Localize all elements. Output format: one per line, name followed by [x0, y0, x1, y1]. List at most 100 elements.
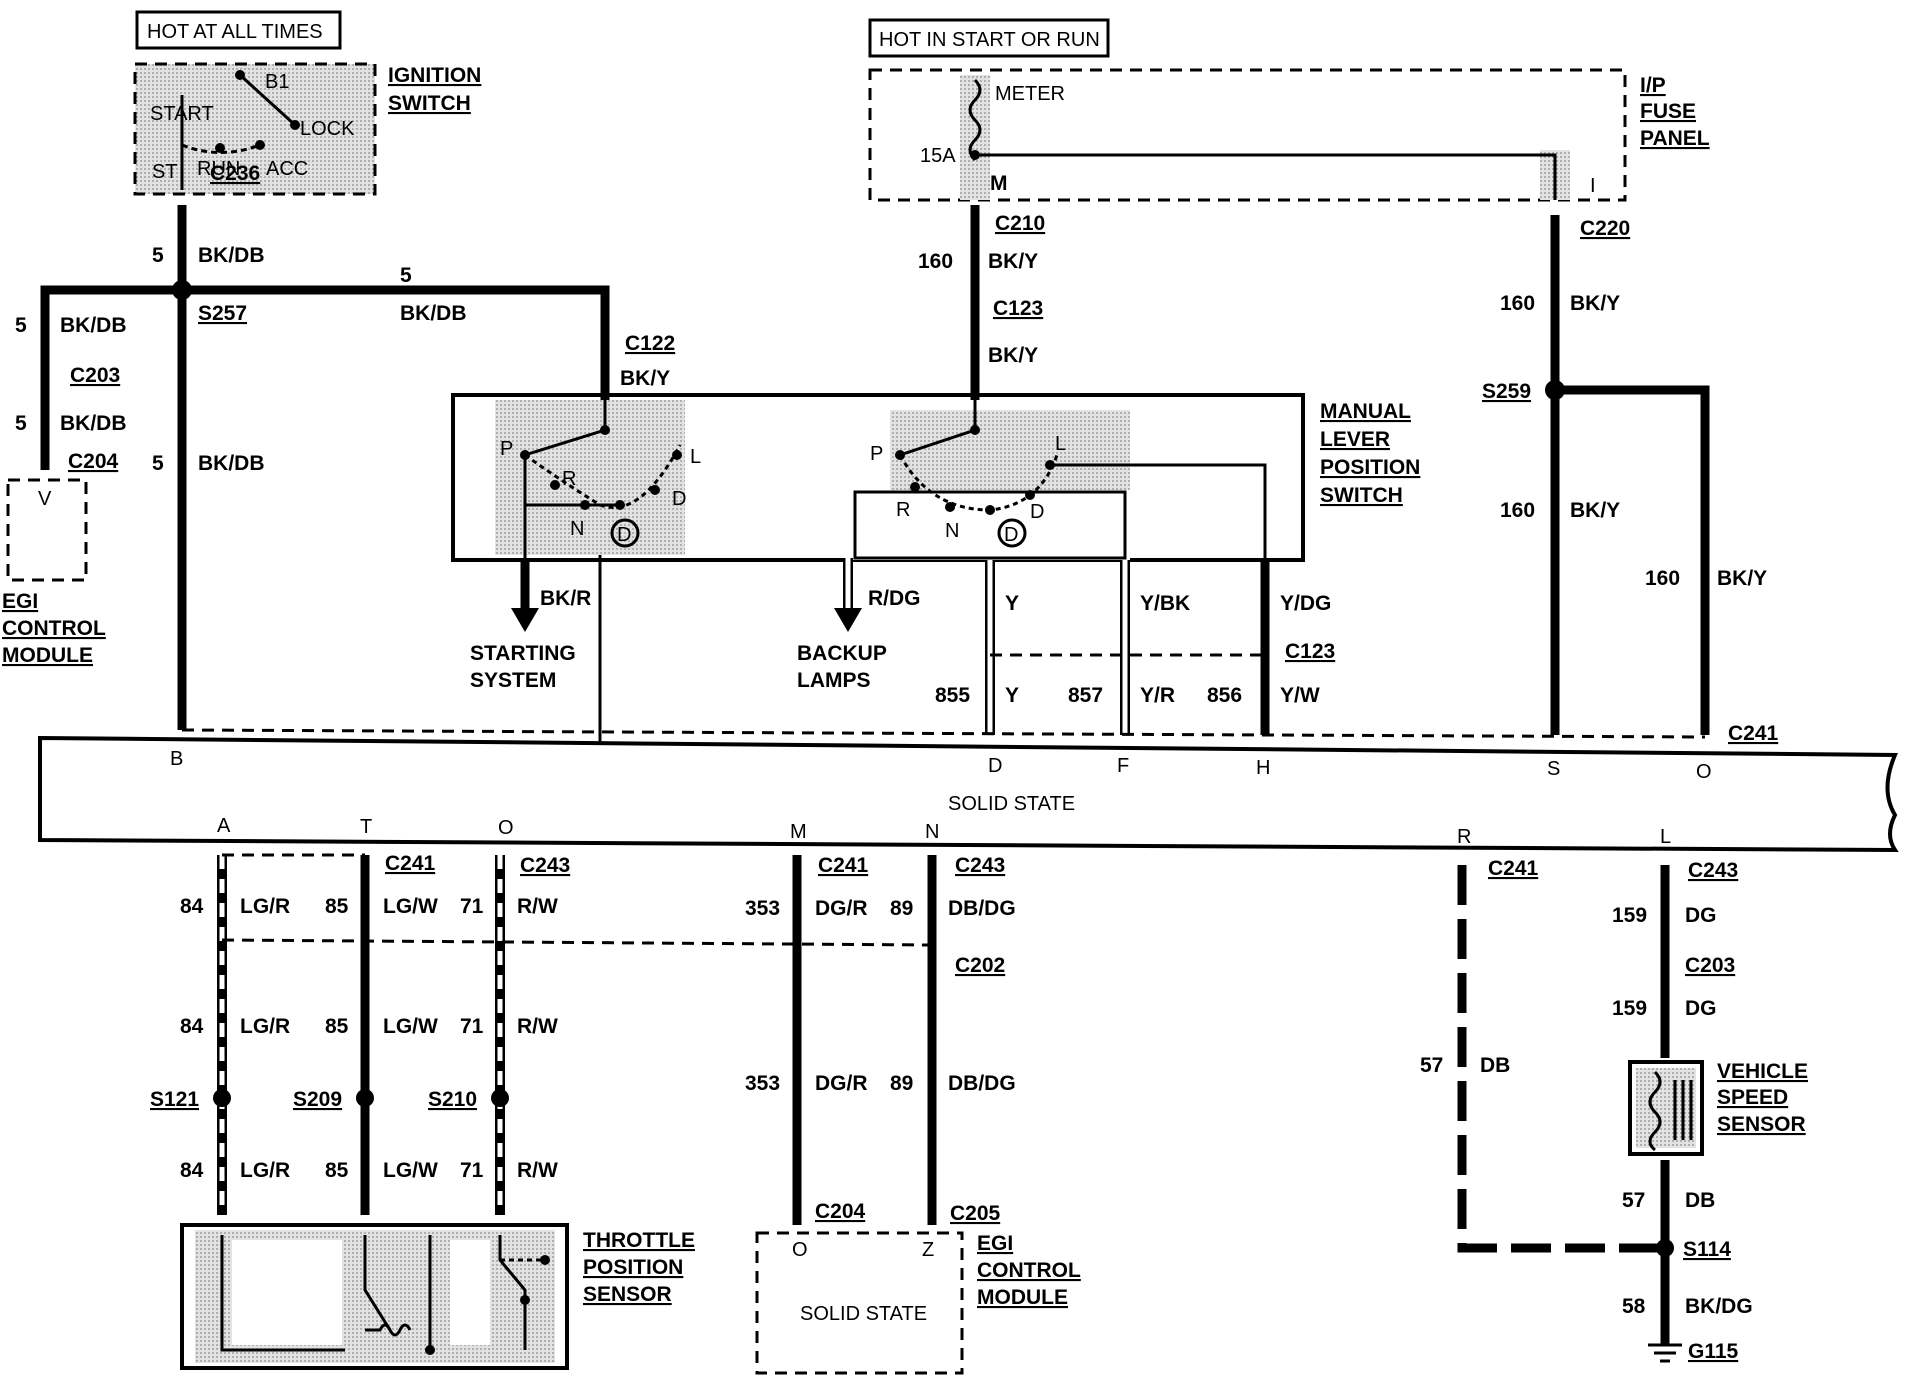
circuit-57-label: 57	[1622, 1189, 1645, 1212]
svg-text:R/W: R/W	[517, 1159, 558, 1182]
connector-c204-label: C204	[68, 450, 119, 473]
svg-text:71: 71	[460, 895, 484, 918]
svg-text:LG/R: LG/R	[240, 1015, 290, 1038]
wire-dgr-label: DG/R	[815, 897, 868, 920]
starting-system-output: BK/R STARTING SYSTEM	[470, 560, 591, 692]
svg-text:PANEL: PANEL	[1640, 127, 1710, 150]
manual-lever-position-switch: P R N D L D P R N D L D MANUAL LEVER POS…	[451, 393, 1420, 562]
connector-c241-label: C241	[818, 854, 869, 877]
svg-text:IGNITION: IGNITION	[388, 64, 481, 87]
wire-y-label: Y	[1005, 592, 1019, 615]
svg-text:M: M	[790, 821, 807, 843]
wire-db-label: DB	[1480, 1054, 1510, 1077]
svg-text:SWITCH: SWITCH	[388, 92, 471, 115]
connector-c241-top-line	[181, 728, 1706, 739]
splice-s210-label: S210	[428, 1088, 477, 1111]
svg-text:R/W: R/W	[517, 1015, 558, 1038]
circuit-58-label: 58	[1622, 1295, 1646, 1318]
circuit-855-label: 855	[935, 684, 970, 707]
circuit-856-label: 856	[1207, 684, 1242, 707]
ground-g115: G115	[1648, 1340, 1739, 1363]
circuit-5-label: 5	[15, 412, 27, 435]
main-control-module: SOLID STATE B D F H S O A T O M N R L	[38, 735, 1899, 853]
wire-dg-label: DG	[1685, 904, 1717, 927]
connector-c205-label: C205	[950, 1202, 1001, 1225]
connector-c241-label: C241	[385, 852, 436, 875]
svg-text:SWITCH: SWITCH	[1320, 484, 1403, 507]
svg-text:N: N	[925, 821, 939, 843]
svg-text:MODULE: MODULE	[977, 1286, 1068, 1309]
svg-text:HOT AT ALL TIMES: HOT AT ALL TIMES	[147, 21, 323, 43]
connector-c236-label: C236	[210, 162, 260, 185]
wire-bkdg-label: BK/DG	[1685, 1295, 1753, 1318]
svg-text:SOLID STATE: SOLID STATE	[800, 1303, 927, 1325]
circuit-5-label: 5	[400, 264, 412, 287]
svg-text:15A: 15A	[920, 145, 956, 167]
svg-text:BK/R: BK/R	[540, 587, 591, 610]
svg-text:POSITION: POSITION	[1320, 456, 1420, 479]
svg-text:ACC: ACC	[266, 158, 308, 180]
svg-text:71: 71	[460, 1015, 484, 1038]
svg-text:P: P	[870, 443, 883, 465]
splice-s259-label: S259	[1482, 380, 1531, 403]
tps-labels-row1: 84 LG/R 85 LG/W 71 R/W	[180, 895, 558, 918]
svg-text:CONTROL: CONTROL	[2, 617, 106, 640]
svg-text:SENSOR: SENSOR	[583, 1283, 672, 1306]
circuit-160-label: 160	[1500, 292, 1535, 315]
svg-text:LAMPS: LAMPS	[797, 669, 871, 692]
svg-text:HOT IN START OR RUN: HOT IN START OR RUN	[879, 29, 1100, 51]
egi-control-module-left: V EGI CONTROL MODULE	[2, 478, 106, 667]
splice-s209-label: S209	[293, 1088, 342, 1111]
circuit-159-label: 159	[1612, 997, 1647, 1020]
svg-text:SOLID STATE: SOLID STATE	[948, 793, 1075, 815]
wire-dgr-label: DG/R	[815, 1072, 868, 1095]
svg-text:POSITION: POSITION	[583, 1256, 683, 1279]
wire-yr-label: Y/R	[1140, 684, 1175, 707]
circuit-89-label: 89	[890, 897, 913, 920]
hot-at-all-times-label: HOT AT ALL TIMES	[135, 10, 342, 50]
circuit-857-label: 857	[1068, 684, 1103, 707]
svg-text:SENSOR: SENSOR	[1717, 1113, 1806, 1136]
wire-yw-label: Y/W	[1280, 684, 1320, 707]
svg-text:71: 71	[460, 1159, 484, 1182]
connector-c210-label: C210	[995, 212, 1045, 235]
svg-text:STARTING: STARTING	[470, 642, 576, 665]
connector-c243-label: C243	[520, 854, 570, 877]
svg-text:F: F	[1117, 755, 1129, 777]
circuit-57-label: 57	[1420, 1054, 1443, 1077]
splice-s257-label: S257	[198, 302, 247, 325]
wire-db-label: DB	[1685, 1189, 1715, 1212]
splice-s114-label: S114	[1683, 1238, 1731, 1261]
circuit-353-label: 353	[745, 897, 780, 920]
vehicle-speed-sensor: VEHICLE SPEED SENSOR	[1628, 1060, 1808, 1156]
svg-text:LG/W: LG/W	[383, 1159, 438, 1182]
svg-text:MANUAL: MANUAL	[1320, 400, 1411, 423]
wire-bkdb-label: BK/DB	[400, 302, 467, 325]
svg-text:R/DG: R/DG	[868, 587, 921, 610]
circuit-89-label: 89	[890, 1072, 913, 1095]
svg-text:CONTROL: CONTROL	[977, 1259, 1081, 1282]
svg-text:85: 85	[325, 1159, 349, 1182]
svg-text:D: D	[617, 524, 631, 546]
connector-c204-label: C204	[815, 1200, 866, 1223]
svg-text:MODULE: MODULE	[2, 644, 93, 667]
circuit-160-label: 160	[1500, 499, 1535, 522]
svg-text:85: 85	[325, 1015, 349, 1038]
splice-s257-dot	[172, 280, 192, 300]
svg-text:SPEED: SPEED	[1717, 1086, 1788, 1109]
svg-text:LOCK: LOCK	[300, 118, 355, 140]
wire-ybk-label: Y/BK	[1140, 592, 1190, 615]
wire-ydg-label: Y/DG	[1280, 592, 1331, 615]
connector-c203-label: C203	[1685, 954, 1735, 977]
svg-text:O: O	[1696, 761, 1712, 783]
svg-text:P: P	[500, 438, 513, 460]
connector-c220-label: C220	[1580, 217, 1630, 240]
svg-text:I: I	[1590, 175, 1596, 197]
svg-text:SYSTEM: SYSTEM	[470, 669, 556, 692]
wire-y-label: Y	[1005, 684, 1019, 707]
circuit-5-label: 5	[152, 452, 164, 475]
svg-text:L: L	[1660, 826, 1671, 848]
wire-dbdg-label: DB/DG	[948, 1072, 1016, 1095]
backup-lamps-output: R/DG BACKUP LAMPS	[797, 558, 921, 692]
